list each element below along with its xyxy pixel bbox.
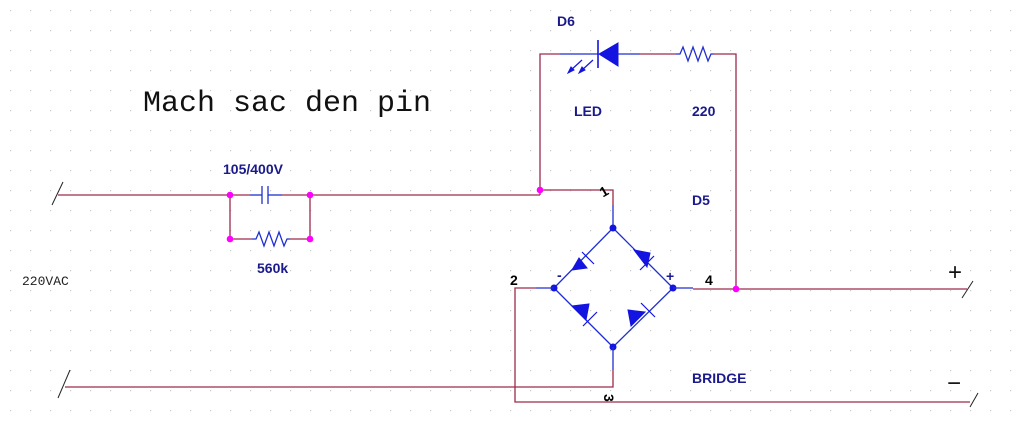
resistor-220[interactable] bbox=[676, 45, 714, 63]
capacitor-value-label: 105/400V bbox=[223, 161, 284, 177]
pin-4-label: 4 bbox=[705, 272, 713, 288]
diode-icon bbox=[570, 303, 590, 322]
capacitor-105-400v[interactable] bbox=[230, 186, 310, 204]
source-label: 220VAC bbox=[22, 274, 69, 289]
bridge-ref-label: D5 bbox=[692, 192, 710, 208]
pin-2-label: 2 bbox=[510, 272, 518, 288]
junction-dot bbox=[306, 191, 314, 199]
terminal-tick-bottom-left bbox=[57, 369, 71, 399]
junction-dot bbox=[226, 191, 234, 199]
bridge-node-top bbox=[609, 224, 617, 232]
resistor-bleeder-label: 560k bbox=[257, 260, 288, 276]
terminal-tick-top-left bbox=[51, 181, 64, 206]
pin-3-label: 3 bbox=[601, 394, 617, 402]
wire-negative-output bbox=[514, 287, 970, 403]
wire-led-left bbox=[539, 53, 560, 190]
bridge-minus-label: - bbox=[557, 267, 562, 283]
resistor-560k[interactable] bbox=[229, 195, 311, 248]
ac-input-line-bottom bbox=[65, 370, 614, 388]
junction-dot bbox=[732, 285, 740, 293]
ac-input-line-top[interactable] bbox=[51, 181, 230, 206]
diode-icon bbox=[627, 309, 647, 328]
terminal-tick-negative bbox=[969, 392, 979, 408]
wire-to-bridge-pin1 bbox=[540, 189, 614, 205]
output-negative-label: − bbox=[947, 370, 961, 397]
bridge-rectifier-d5[interactable] bbox=[536, 205, 693, 370]
junction-dot bbox=[536, 186, 544, 194]
junction-dot bbox=[306, 235, 314, 243]
diode-icon bbox=[632, 249, 651, 269]
diode-icon bbox=[571, 257, 588, 271]
terminal-tick-positive bbox=[961, 280, 974, 299]
resistor-led-label: 220 bbox=[692, 103, 716, 119]
junction-dot bbox=[226, 235, 234, 243]
bridge-plus-label: + bbox=[666, 268, 674, 284]
bridge-value-label: BRIDGE bbox=[692, 370, 746, 386]
wire-led-right bbox=[714, 53, 737, 289]
output-positive-label: + bbox=[948, 259, 962, 286]
led-ref-label: D6 bbox=[557, 13, 575, 29]
schematic-title: Mach sac den pin bbox=[143, 87, 431, 121]
led-d6[interactable] bbox=[560, 40, 640, 75]
led-value-label: LED bbox=[574, 103, 602, 119]
